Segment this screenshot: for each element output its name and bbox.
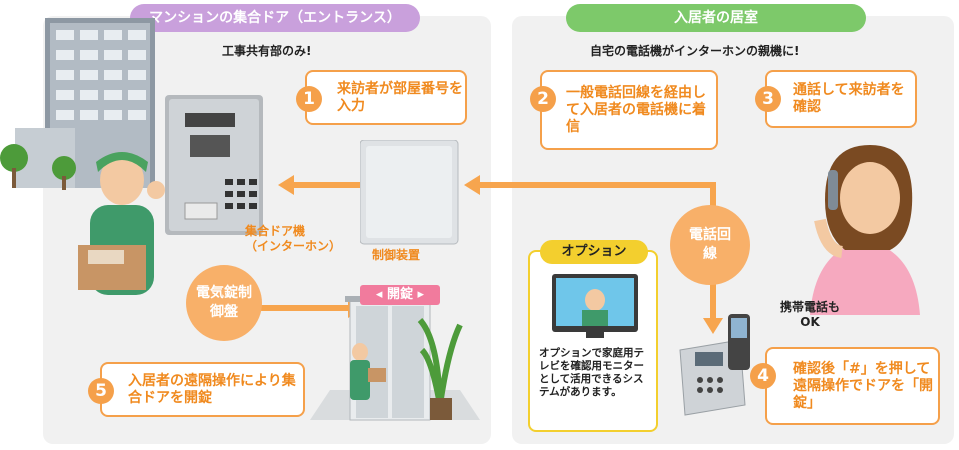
resident-room-header: 入居者の居室 — [566, 4, 866, 32]
step-1-number: 1 — [296, 86, 322, 112]
arrow-head-left-2 — [464, 175, 480, 195]
step-1-box: 来訪者が部屋番号を入力 — [305, 70, 467, 125]
unlock-left-arrow: ◂ — [375, 287, 383, 302]
step-2-number: 2 — [530, 86, 556, 112]
entrance-subtitle: 工事共有部のみ! — [222, 44, 312, 58]
arrow-head-down — [703, 318, 723, 334]
step-4-box: 確認後「#」を押して遠隔操作でドアを「開錠」 — [765, 347, 940, 425]
option-title: オプション — [540, 240, 648, 264]
unlock-sign: ◂ 開錠 ▸ — [360, 285, 440, 305]
mobile-phone-illustration — [728, 314, 750, 370]
step-2-box: 一般電話回線を経由して入居者の電話機に着信 — [540, 70, 718, 150]
option-text: オプションで家庭用テレビを確認用モニターとして活用できるシステムがあります。 — [539, 347, 644, 398]
step-5-box: 入居者の遠隔操作により集合ドアを開錠 — [100, 362, 305, 417]
entrance-header: マンションの集合ドア（エントランス） — [130, 4, 420, 32]
step-5-number: 5 — [88, 378, 114, 404]
step-3-number: 3 — [755, 86, 781, 112]
phone-line-circle: 電話回線 — [670, 205, 750, 285]
resident-subtitle: 自宅の電話機がインターホンの親機に! — [590, 44, 800, 58]
unlock-right-arrow: ▸ — [417, 287, 425, 302]
resident-woman-illustration — [810, 145, 920, 315]
control-device-label: 制御装置 — [372, 248, 421, 262]
arrow-intercom — [290, 182, 360, 188]
delivery-person-illustration — [78, 152, 165, 295]
step-3-box: 通話して来訪者を確認 — [765, 70, 917, 128]
tv-monitor-illustration — [552, 274, 638, 338]
option-box: オプション オプションで家庭用テレビを確認用モニターとして活用できるシステムがあ… — [528, 240, 658, 432]
intercom-label: 集合ドア機（インターホン） — [245, 224, 342, 253]
control-device — [360, 140, 459, 245]
lock-control-panel: 電気錠制御盤 — [186, 265, 262, 341]
step-4-number: 4 — [750, 363, 776, 389]
arrow-head-left-1 — [278, 175, 294, 195]
arrow-control — [476, 182, 716, 188]
arrow-lock-panel — [250, 305, 350, 311]
intercom-device — [165, 95, 263, 235]
